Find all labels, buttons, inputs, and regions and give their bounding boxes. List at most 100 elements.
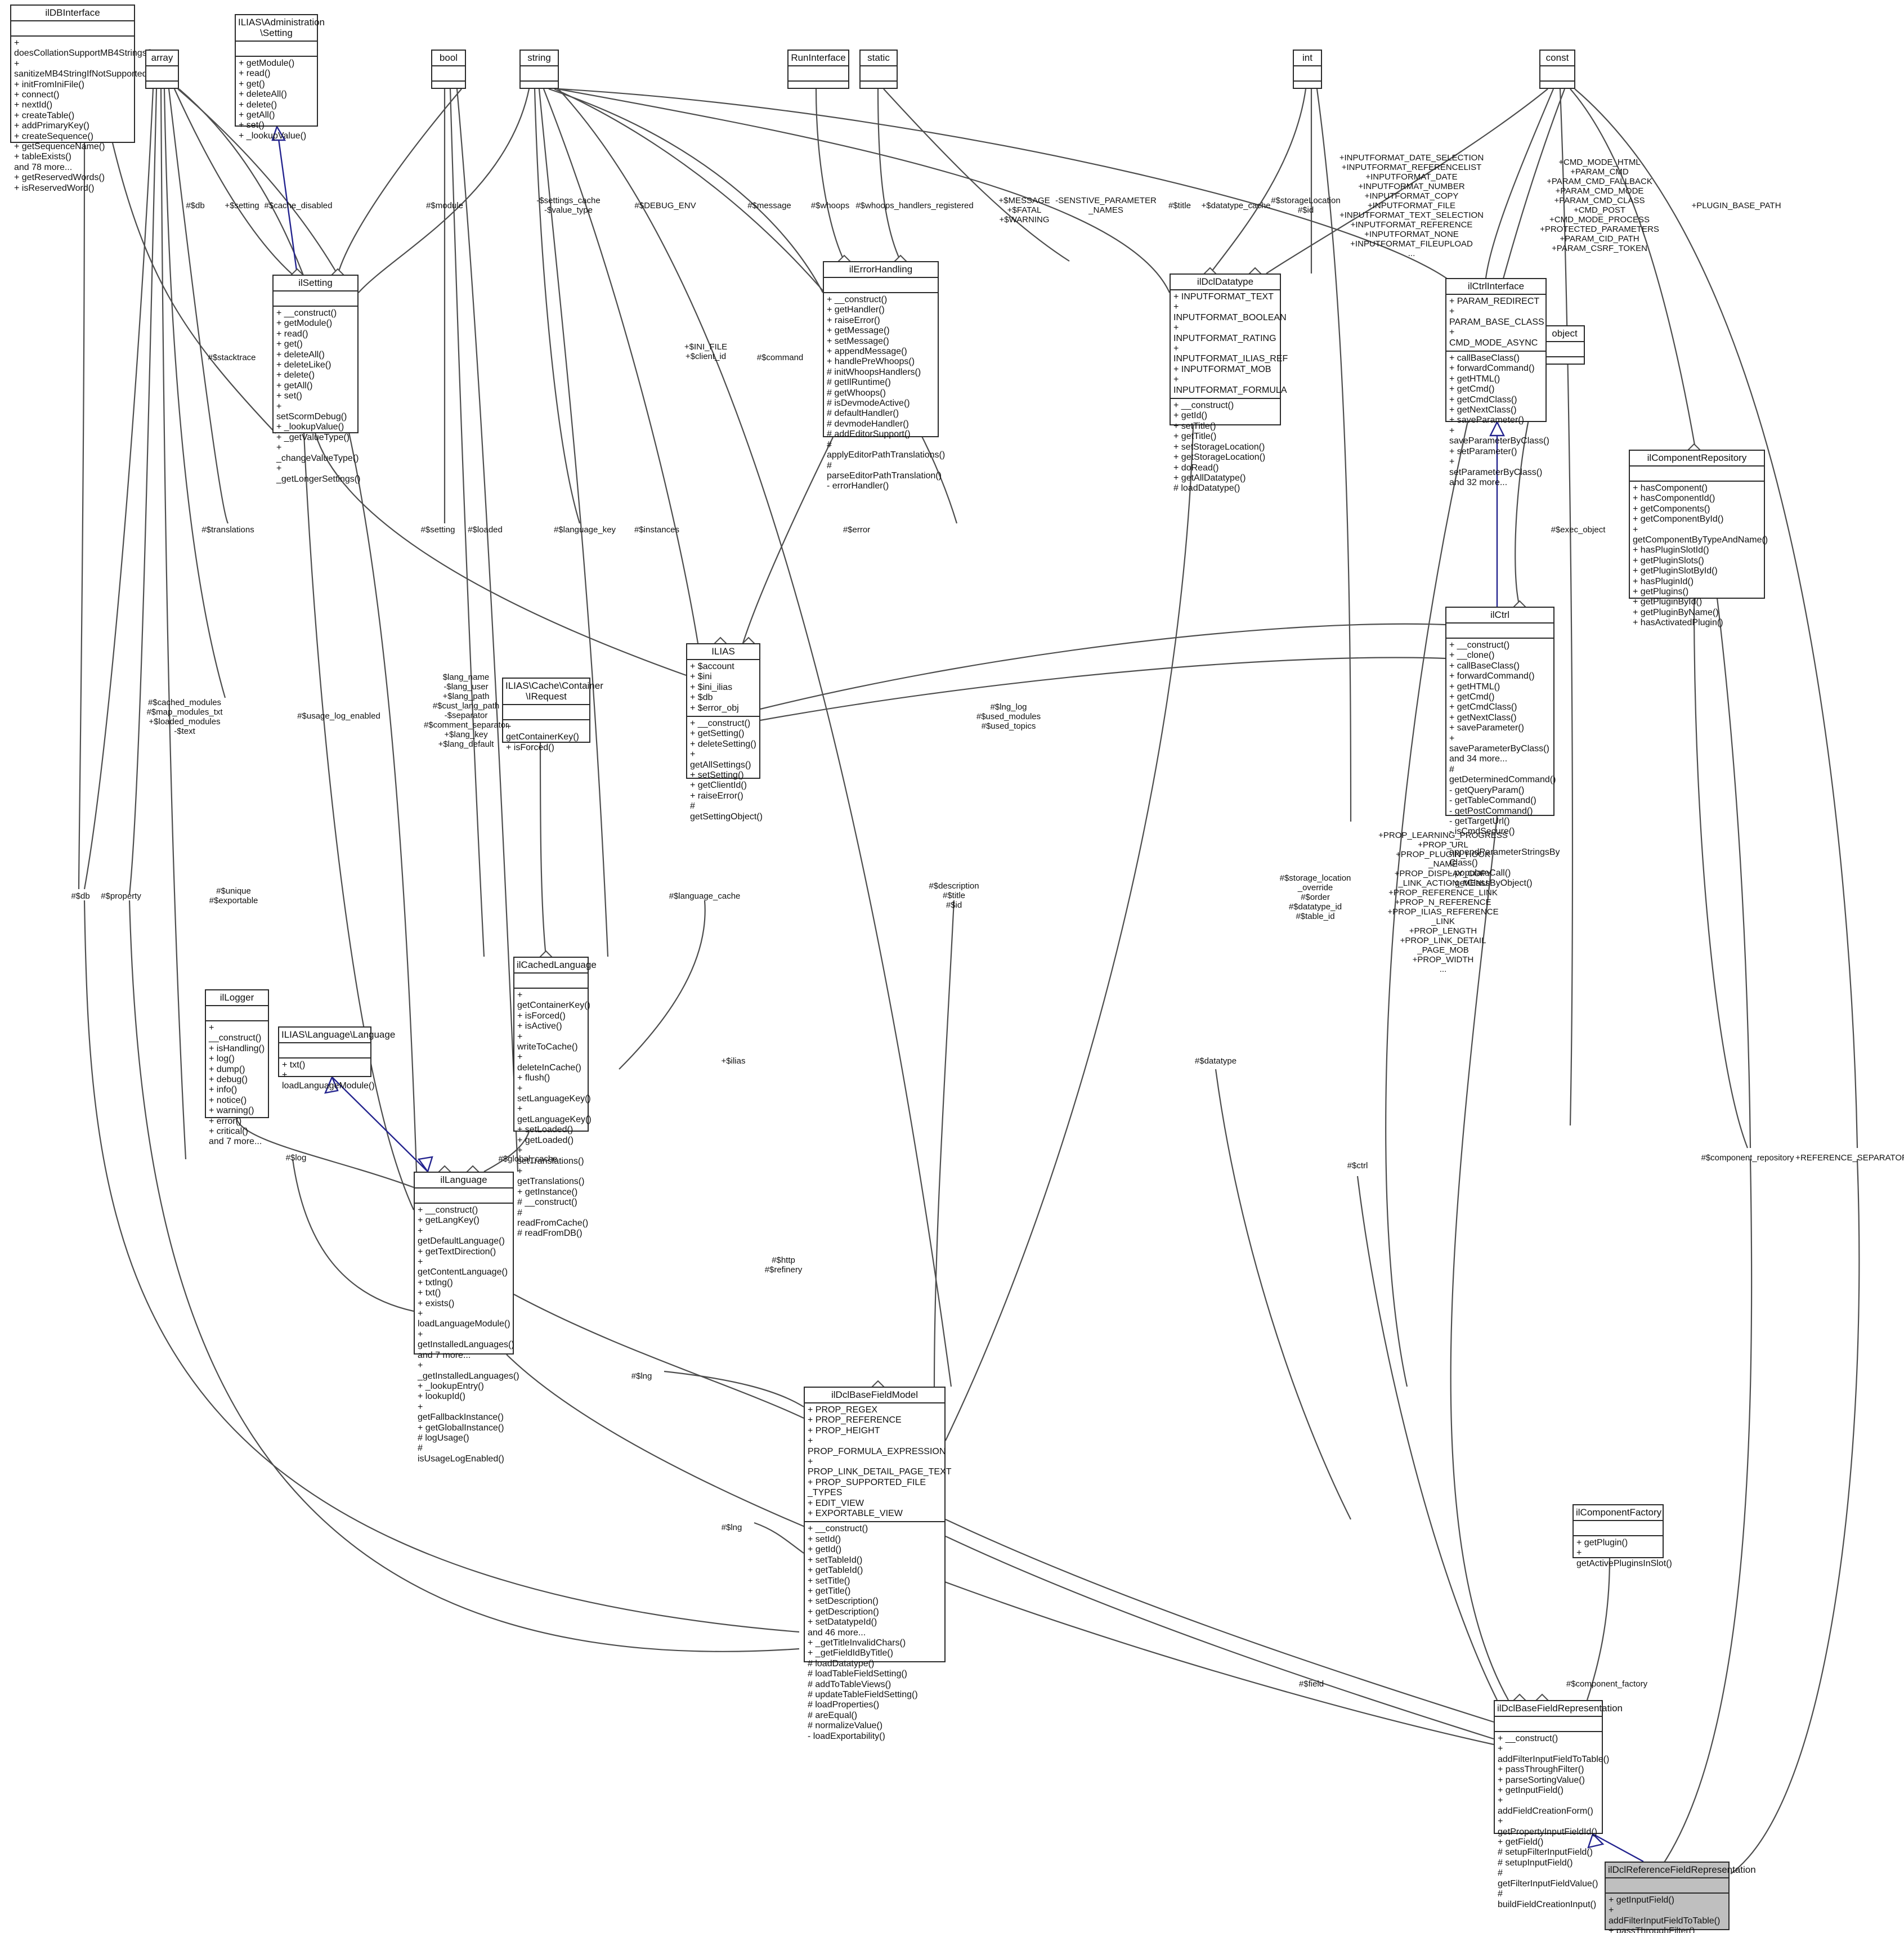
class-name-int: int: [1302, 52, 1312, 63]
edge-label-cached-modules: #$cached_modules #$map_modules_txt +$loa…: [146, 698, 223, 736]
edge-label-whoops-registered: #$whoops_handlers_registered: [855, 201, 974, 210]
class-name-ilCtrlInterface: ilCtrlInterface: [1467, 281, 1525, 291]
edge-label-stacktrace: #$stacktrace: [208, 353, 256, 362]
class-attributes-const: [1540, 66, 1574, 80]
edge-label-property: #$property: [101, 891, 141, 901]
class-box-ILIAS[interactable]: ILIAS+ $account + $ini + $ini_ilias + $d…: [686, 643, 763, 822]
edge-label-cmd-const-list: +CMD_MODE_HTML +PARAM_CMD +PARAM_CMD_FAL…: [1540, 158, 1659, 253]
class-name-ilLogger: ilLogger: [219, 992, 254, 1003]
class-box-bool[interactable]: bool: [431, 50, 466, 89]
class-separator-mid-ilDclBaseFieldModel: [805, 1521, 944, 1523]
class-separator-mid-ilDclDatatype: [1171, 398, 1280, 400]
class-box-ILIAS-Cache-Container-IRequest[interactable]: ILIAS\Cache\Container \IRequest+ getCont…: [502, 678, 603, 752]
class-methods-ilComponentRepository: + hasComponent() + hasComponentId() + ge…: [1633, 483, 1768, 628]
class-name-ILIAS: ILIAS: [711, 646, 735, 657]
class-box-ilErrorHandling[interactable]: ilErrorHandling+ __construct() + getHand…: [823, 261, 945, 491]
class-box-ilDclBaseFieldRepresentation[interactable]: ilDclBaseFieldRepresentation+ __construc…: [1494, 1700, 1623, 1909]
edge-label-language-cache: #$language_cache: [669, 891, 741, 901]
class-attributes-bool: [432, 66, 465, 80]
class-box-ilDclReferenceFieldRepresentation[interactable]: ilDclReferenceFieldRepresentation+ getIn…: [1605, 1862, 1756, 1933]
class-attributes-ilDclDatatype: + INPUTFORMAT_TEXT + INPUTFORMAT_BOOLEAN…: [1173, 292, 1288, 395]
class-methods-ilLogger: + __construct() + isHandling() + log() +…: [209, 1023, 265, 1147]
class-methods-ilLanguage: + __construct() + getLangKey() + getDefa…: [418, 1205, 519, 1464]
class-box-RunInterface[interactable]: RunInterface: [787, 50, 849, 89]
class-box-string[interactable]: string: [519, 50, 559, 89]
class-separator-top-ilCtrl: [1446, 622, 1553, 624]
edge-label-whoops: #$whoops: [810, 201, 850, 210]
class-name-RunInterface: RunInterface: [791, 52, 846, 63]
class-box-ilCtrl[interactable]: ilCtrl+ __construct() + __clone() + call…: [1445, 607, 1560, 888]
class-separator-top-ilCtrlInterface: [1446, 294, 1545, 295]
class-attributes-ilLanguage: [415, 1188, 513, 1203]
edge-label-http-refinery: #$http #$refinery: [764, 1255, 803, 1275]
class-methods-ILIAS: + __construct() + getSetting() + deleteS…: [690, 719, 763, 822]
class-separator-mid-const: [1540, 80, 1574, 82]
class-box-ilCtrlInterface[interactable]: ilCtrlInterface + PARAM_REDIRECT + PARAM_…: [1445, 278, 1549, 487]
edge-label-language-key: #$language_key: [553, 525, 616, 535]
class-name-ilComponentRepository: ilComponentRepository: [1647, 452, 1747, 463]
class-box-ILIAS-Language-Language[interactable]: ILIAS\Language\Language + txt() + loadLan…: [278, 1026, 396, 1091]
edge-label-exec-object: #$exec_object: [1551, 525, 1606, 535]
class-box-const[interactable]: const: [1539, 50, 1575, 89]
class-separator-mid-ILIAS-Cache-Container-IRequest: [503, 719, 589, 720]
class-attributes-ilCtrl: [1446, 624, 1553, 638]
class-box-object[interactable]: object: [1544, 325, 1585, 365]
edge-label-usage-log-enabled: #$usage_log_enabled: [297, 711, 380, 721]
class-attributes-object: [1545, 342, 1584, 356]
class-separator-mid-ILIAS: [687, 716, 759, 717]
class-box-ILIAS-Administration-Setting[interactable]: ILIAS\Administration \Setting+ getModule…: [235, 14, 325, 141]
class-name-const: const: [1545, 52, 1569, 63]
class-name-ilSetting: ilSetting: [298, 277, 333, 288]
class-attributes-ilComponentRepository: [1630, 467, 1764, 481]
class-name-ilDBInterface: ilDBInterface: [45, 7, 100, 18]
class-separator-top-ilDclBaseFieldModel: [805, 1402, 944, 1403]
class-attributes-ILIAS-Cache-Container-IRequest: [503, 705, 589, 719]
class-box-ilDBInterface[interactable]: ilDBInterface+ doesCollationSupportMB4St…: [10, 5, 153, 193]
edge-label-setting-2: #$setting: [420, 525, 455, 535]
class-box-ilComponentFactory[interactable]: ilComponentFactory+ getPlugin() + getAct…: [1573, 1504, 1672, 1568]
class-attributes-ilDclBaseFieldRepresentation: [1495, 1717, 1602, 1731]
class-name-ilLanguage: ilLanguage: [440, 1174, 487, 1185]
class-separator-mid-ilLanguage: [415, 1203, 513, 1204]
class-separator-top-int: [1294, 65, 1321, 66]
class-box-ilCachedLanguage[interactable]: ilCachedLanguage+ getContainerKey() + is…: [513, 957, 597, 1238]
class-methods-ilDclBaseFieldRepresentation: + __construct() + addFilterInputFieldToT…: [1498, 1734, 1610, 1909]
class-methods-string: [521, 82, 558, 96]
class-attributes-ilSetting: [274, 291, 357, 306]
class-attributes-ilErrorHandling: [824, 278, 938, 292]
class-separator-top-object: [1545, 341, 1584, 342]
class-attributes-ilCtrlInterface: + PARAM_REDIRECT + PARAM_BASE_CLASS + CM…: [1449, 297, 1544, 348]
class-methods-ilDclBaseFieldModel: + __construct() + setId() + getId() + se…: [808, 1524, 918, 1741]
class-name-ILIAS-Language-Language: ILIAS\Language\Language: [281, 1029, 396, 1040]
class-attributes-ilDclReferenceFieldRepresentation: [1606, 1878, 1728, 1892]
class-attributes-array: [146, 66, 178, 80]
class-separator-mid-ilErrorHandling: [824, 292, 938, 293]
class-box-array[interactable]: array: [145, 50, 179, 89]
class-separator-top-ilLanguage: [415, 1187, 513, 1188]
class-box-int[interactable]: int: [1293, 50, 1322, 89]
edge-label-lang-name: $lang_name -$lang_user +$lang_path #$cus…: [423, 672, 509, 749]
class-separator-mid-ilComponentRepository: [1630, 481, 1764, 482]
class-box-static[interactable]: static: [859, 50, 898, 89]
class-box-ilComponentRepository[interactable]: ilComponentRepository + hasComponent() + …: [1629, 450, 1768, 627]
edge-label-settings-cache: -$settings_cache -$value_type: [536, 196, 601, 215]
class-name-ilDclDatatype: ilDclDatatype: [1197, 276, 1254, 287]
class-separator-top-ilLogger: [206, 1005, 268, 1006]
class-methods-ilComponentFactory: + getPlugin() + getActivePluginsInSlot(): [1576, 1538, 1672, 1568]
class-separator-mid-ilDBInterface: [11, 35, 134, 37]
class-box-ilDclDatatype[interactable]: ilDclDatatype + INPUTFORMAT_TEXT + INPUTF…: [1170, 273, 1288, 493]
class-separator-top-ilCachedLanguage: [514, 972, 588, 974]
class-box-ilDclBaseFieldModel[interactable]: ilDclBaseFieldModel+ PROP_REGEX + PROP_R…: [804, 1387, 952, 1741]
edge-label-loaded: #$loaded: [468, 525, 503, 535]
class-box-ilLogger[interactable]: ilLogger + __construct() + isHandling() +…: [205, 989, 269, 1146]
class-name-ILIAS-Administration-Setting: ILIAS\Administration \Setting: [238, 17, 325, 38]
class-box-ilLanguage[interactable]: ilLanguage + __construct() + getLangKey()…: [414, 1172, 519, 1464]
class-box-ilSetting[interactable]: ilSetting+ __construct() + getModule() +…: [272, 275, 360, 484]
class-methods-RunInterface: [789, 82, 848, 96]
class-separator-top-static: [861, 65, 897, 66]
class-separator-mid-bool: [432, 80, 465, 82]
class-name-array: array: [151, 52, 173, 63]
class-methods-ILIAS-Language-Language: + txt() + loadLanguageModule(): [282, 1060, 375, 1091]
class-name-ilCtrl: ilCtrl: [1490, 609, 1509, 620]
